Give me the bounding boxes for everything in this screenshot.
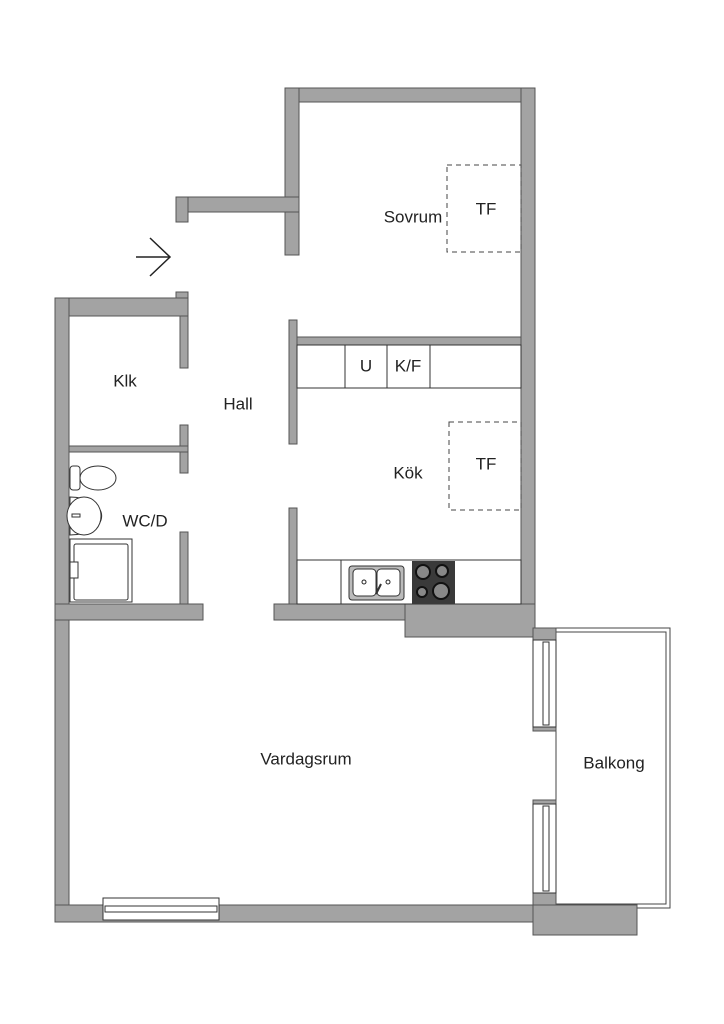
- room-label-bathroom: WC/D: [122, 511, 167, 530]
- room-label-kitchen: Kök: [393, 463, 423, 482]
- room-label-bedroom: Sovrum: [384, 207, 443, 226]
- balcony: [555, 627, 671, 909]
- windows: [102, 639, 557, 921]
- shower-icon: [69, 538, 133, 603]
- hob-icon: [412, 561, 455, 604]
- label-bedroom-wardrobe: TF: [476, 199, 497, 218]
- washbasin-icon: [66, 496, 103, 536]
- room-label-balcony: Balkong: [583, 753, 644, 772]
- label-freezer: U: [360, 356, 372, 375]
- kitchen-bottom-counter: [296, 559, 522, 605]
- kitchen-wardrobe: [448, 421, 522, 511]
- room-label-closet: Klk: [113, 371, 137, 390]
- sink-icon: [348, 565, 405, 601]
- room-label-living-room: Vardagsrum: [260, 749, 351, 768]
- bedroom-wardrobe: [446, 164, 522, 253]
- label-kitchen-wardrobe: TF: [476, 454, 497, 473]
- room-label-hall: Hall: [223, 394, 252, 413]
- toilet-icon: [69, 465, 117, 491]
- label-fridge-freezer: K/F: [395, 356, 421, 375]
- entrance-arrow-icon: [136, 237, 172, 277]
- kitchen-top-counter: [296, 344, 522, 389]
